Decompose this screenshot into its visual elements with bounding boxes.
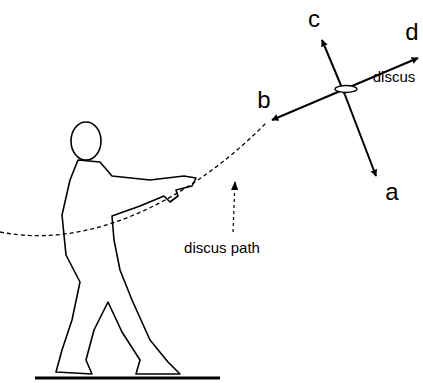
axis-label: b bbox=[257, 88, 270, 112]
axis-label: a bbox=[385, 180, 398, 204]
part-label: discus bbox=[373, 69, 416, 84]
discus-path bbox=[0, 123, 266, 236]
leader-line bbox=[233, 182, 235, 232]
ground-line bbox=[35, 377, 220, 380]
axis-arrow bbox=[272, 89, 345, 120]
axis-arrow bbox=[345, 58, 418, 89]
axis-label: c bbox=[308, 7, 320, 31]
part-label: discus path bbox=[184, 240, 260, 255]
axis-arrow bbox=[345, 95, 376, 176]
athlete-figure bbox=[56, 160, 196, 374]
athlete-head bbox=[71, 122, 101, 160]
axis-label: d bbox=[405, 20, 418, 44]
discus-symbol bbox=[335, 86, 357, 93]
